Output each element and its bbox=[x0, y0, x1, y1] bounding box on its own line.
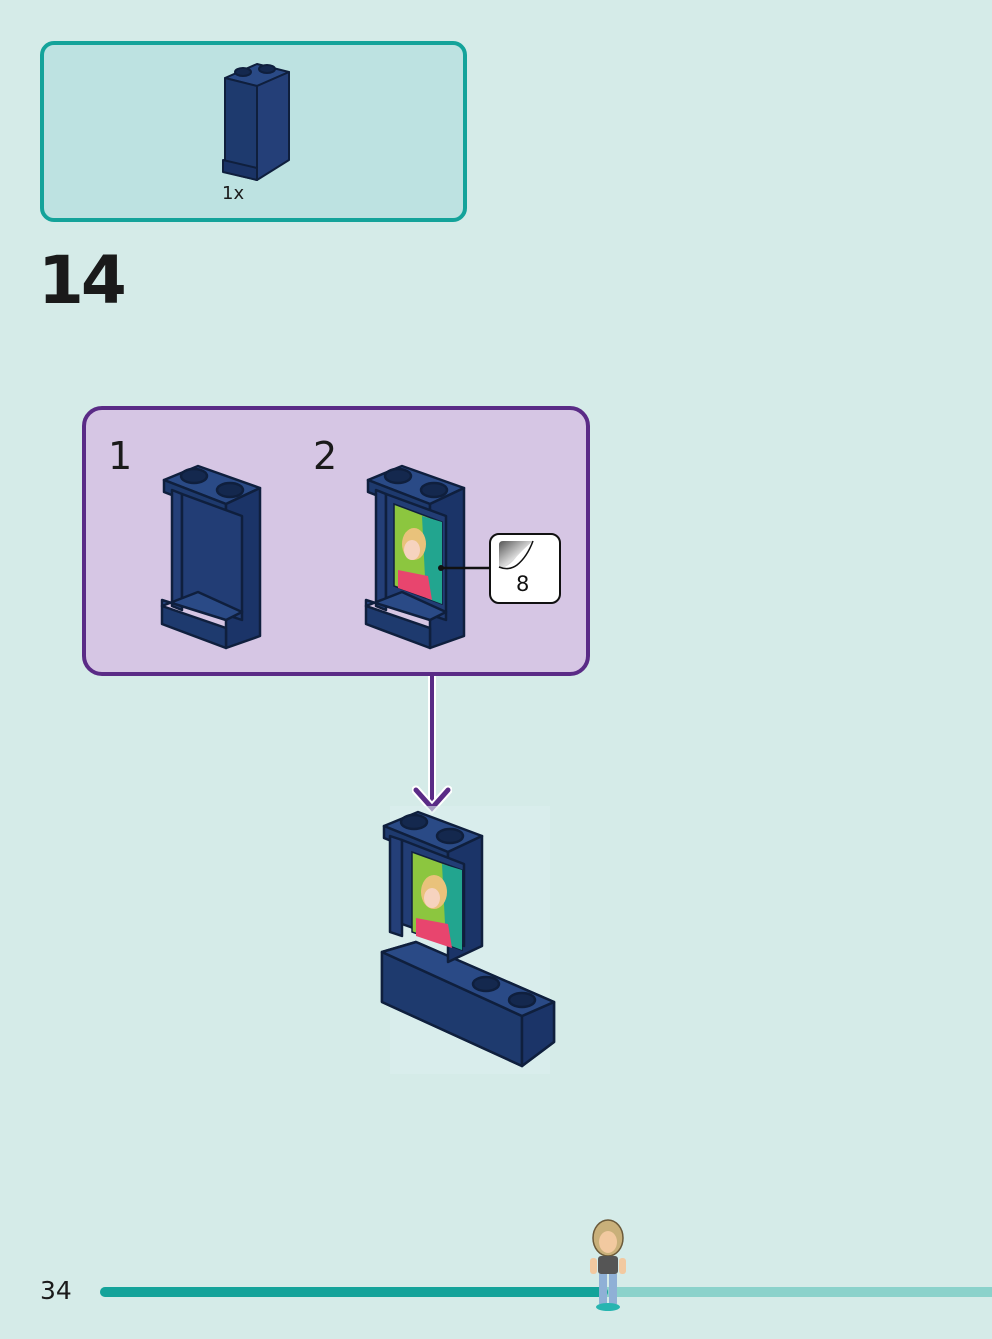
sticker-picture-icon bbox=[411, 850, 463, 952]
arrow-down-icon bbox=[412, 676, 452, 815]
sticker-callout bbox=[489, 533, 561, 604]
substep-number-1: 1 bbox=[108, 434, 133, 478]
panel-brick-icon bbox=[222, 63, 290, 181]
assembled-model-illustration bbox=[380, 806, 556, 1074]
panel-brick-icon bbox=[160, 464, 262, 650]
part-quantity: 1x bbox=[222, 183, 245, 204]
substep-number-2: 2 bbox=[313, 434, 338, 478]
panel-brick-with-sticker-icon bbox=[364, 464, 466, 650]
minifigure-progress-marker-icon bbox=[590, 1219, 627, 1311]
sticker-peel-icon bbox=[498, 540, 534, 570]
page-number: 34 bbox=[40, 1276, 72, 1305]
progress-bar bbox=[100, 1287, 992, 1297]
sticker-picture-icon bbox=[393, 502, 443, 606]
sticker-leader-line bbox=[438, 565, 491, 571]
step-number: 14 bbox=[38, 242, 127, 319]
progress-bar-fill bbox=[100, 1287, 609, 1297]
sticker-number: 8 bbox=[516, 572, 530, 596]
